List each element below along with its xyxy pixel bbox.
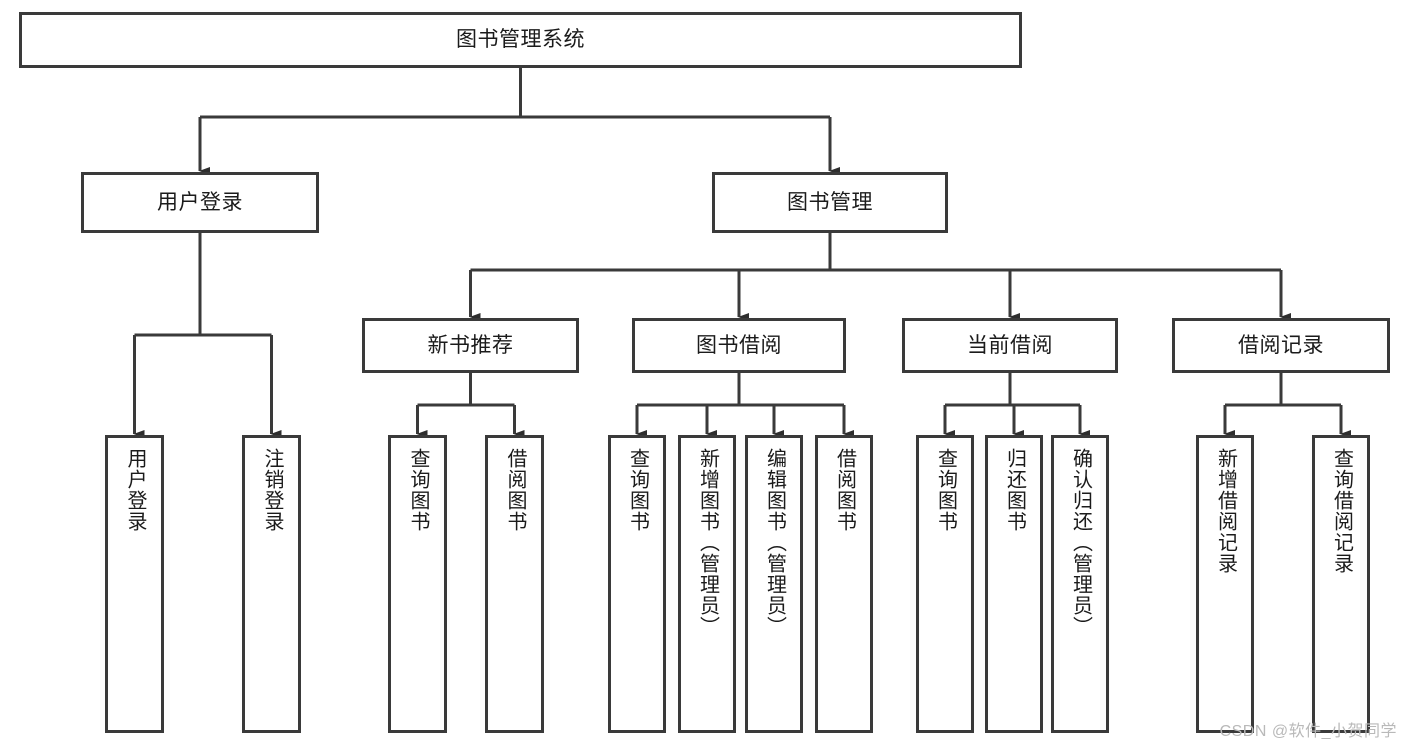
node-label: 图书管理系统 bbox=[456, 28, 585, 52]
node-borrow-record[interactable]: 借阅记录 bbox=[1172, 318, 1390, 373]
node-label: 编辑图书（管理员） bbox=[763, 448, 786, 637]
node-book-management-module[interactable]: 图书管理 bbox=[712, 172, 948, 233]
node-label: 查询图书 bbox=[934, 448, 957, 532]
node-book-borrow[interactable]: 图书借阅 bbox=[632, 318, 846, 373]
node-root[interactable]: 图书管理系统 bbox=[19, 12, 1022, 68]
leaf-add-book-admin[interactable]: 新增图书（管理员） bbox=[678, 435, 736, 733]
node-label: 图书管理 bbox=[787, 190, 873, 214]
node-new-book-recommend[interactable]: 新书推荐 bbox=[362, 318, 579, 373]
node-label: 当前借阅 bbox=[967, 333, 1053, 357]
node-label: 查询图书 bbox=[626, 448, 649, 532]
node-label: 图书借阅 bbox=[696, 333, 782, 357]
node-label: 归还图书 bbox=[1003, 448, 1026, 532]
node-label: 借阅图书 bbox=[504, 448, 526, 532]
leaf-confirm-return-admin[interactable]: 确认归还（管理员） bbox=[1051, 435, 1109, 733]
leaf-edit-book-admin[interactable]: 编辑图书（管理员） bbox=[745, 435, 803, 733]
leaf-add-borrow-record[interactable]: 新增借阅记录 bbox=[1196, 435, 1254, 733]
leaf-query-borrow-record[interactable]: 查询借阅记录 bbox=[1312, 435, 1370, 733]
node-label: 借阅记录 bbox=[1238, 333, 1324, 357]
leaf-query-book[interactable]: 查询图书 bbox=[608, 435, 666, 733]
node-label: 用户登录 bbox=[124, 448, 146, 532]
node-label: 注销登录 bbox=[261, 448, 283, 532]
node-label: 新增图书（管理员） bbox=[696, 448, 719, 637]
node-current-borrow[interactable]: 当前借阅 bbox=[902, 318, 1118, 373]
leaf-logout[interactable]: 注销登录 bbox=[242, 435, 301, 733]
node-label: 查询图书 bbox=[407, 448, 429, 532]
leaf-query-book-current[interactable]: 查询图书 bbox=[916, 435, 974, 733]
leaf-borrow-book-recommend[interactable]: 借阅图书 bbox=[485, 435, 544, 733]
node-label: 新增借阅记录 bbox=[1214, 448, 1237, 574]
leaf-query-book-recommend[interactable]: 查询图书 bbox=[388, 435, 447, 733]
node-label: 借阅图书 bbox=[833, 448, 856, 532]
node-label: 查询借阅记录 bbox=[1330, 448, 1353, 574]
edge-group bbox=[133, 68, 1351, 438]
node-label: 用户登录 bbox=[157, 190, 243, 214]
leaf-borrow-book[interactable]: 借阅图书 bbox=[815, 435, 873, 733]
node-label: 确认归还（管理员） bbox=[1069, 448, 1092, 637]
leaf-user-login[interactable]: 用户登录 bbox=[105, 435, 164, 733]
node-label: 新书推荐 bbox=[427, 333, 514, 357]
node-user-login-module[interactable]: 用户登录 bbox=[81, 172, 319, 233]
leaf-return-book[interactable]: 归还图书 bbox=[985, 435, 1043, 733]
